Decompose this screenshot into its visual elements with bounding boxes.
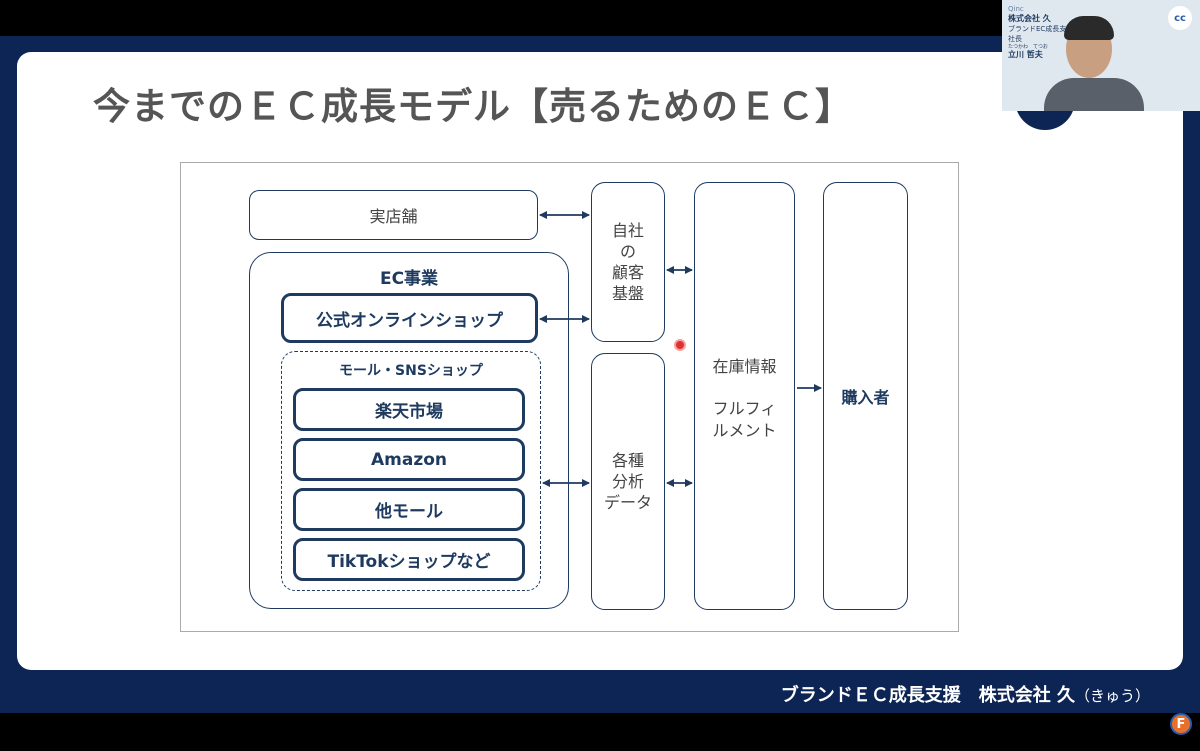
speaker-hair bbox=[1064, 16, 1114, 40]
mall-tiktok: TikTokショップなど bbox=[293, 538, 525, 581]
pointer-dot bbox=[674, 339, 686, 351]
slide-title: 今までのＥＣ成長モデル【売るためのＥＣ】 bbox=[93, 85, 853, 128]
customer-base-line-4: 基盤 bbox=[611, 284, 644, 303]
brand-text: Qinc bbox=[1008, 5, 1024, 13]
footer-kana: （きゅう） bbox=[1074, 687, 1150, 705]
speaker-title: 社長 bbox=[1008, 35, 1022, 43]
buyer-label: 購入者 bbox=[841, 388, 890, 407]
speaker-role: ブランドEC成長支援家 bbox=[1008, 25, 1081, 33]
mall-other: 他モール bbox=[293, 488, 525, 531]
customer-base-line-2: の bbox=[619, 242, 636, 261]
mall-other-label: 他モール bbox=[375, 502, 443, 522]
mall-sns-label: モール・SNSショップ bbox=[339, 363, 483, 379]
official-shop-box: 公式オンラインショップ bbox=[281, 293, 538, 343]
customer-base-line-3: 顧客 bbox=[611, 263, 644, 282]
speaker-camera: Qinc 株式会社 久 ブランドEC成長支援家 社長 たつかわ てつお 立川 哲… bbox=[1002, 0, 1200, 111]
footer-main: ブランドＥＣ成長支援 株式会社 久 bbox=[780, 685, 1075, 706]
fulfillment-line-1: フルフィ bbox=[712, 399, 777, 418]
speaker-name: 立川 哲夫 bbox=[1008, 50, 1043, 59]
mall-amazon: Amazon bbox=[293, 438, 525, 481]
channel-logo-icon: cc bbox=[1168, 6, 1192, 30]
mall-sns-group bbox=[281, 351, 541, 591]
fulfillment-line-2: ルメント bbox=[712, 421, 777, 440]
official-shop-label: 公式オンラインショップ bbox=[316, 310, 503, 331]
analytics-box: 各種 分析 データ bbox=[591, 353, 665, 610]
customer-base-line-1: 自社 bbox=[611, 221, 644, 240]
store-label: 実店舗 bbox=[369, 207, 418, 226]
fulfillment-label: フルフィ ルメント bbox=[694, 398, 795, 442]
company-name: 株式会社 久 bbox=[1008, 14, 1051, 23]
mall-amazon-label: Amazon bbox=[370, 449, 448, 470]
mall-rakuten-label: 楽天市場 bbox=[375, 402, 443, 422]
footer-caption: ブランドＥＣ成長支援 株式会社 久（きゅう） bbox=[781, 681, 1150, 707]
speaker-body bbox=[1044, 78, 1144, 111]
buyer-box: 購入者 bbox=[823, 182, 908, 610]
store-box: 実店舗 bbox=[249, 190, 538, 240]
analytics-line-2: 分析 bbox=[611, 472, 644, 491]
ec-business-label: EC事業 bbox=[379, 269, 439, 289]
mall-tiktok-label: TikTokショップなど bbox=[327, 552, 491, 572]
analytics-line-3: データ bbox=[603, 493, 652, 512]
mall-rakuten: 楽天市場 bbox=[293, 388, 525, 431]
speaker-name-reading: たつかわ てつお bbox=[1008, 44, 1048, 50]
speaker-info: Qinc 株式会社 久 ブランドEC成長支援家 社長 たつかわ てつお 立川 哲… bbox=[1008, 4, 1080, 60]
inventory-fulfillment-box bbox=[694, 182, 795, 610]
inventory-label: 在庫情報 bbox=[712, 357, 777, 376]
customer-base-box: 自社 の 顧客 基盤 bbox=[591, 182, 665, 342]
f-badge-icon: F bbox=[1170, 713, 1192, 735]
analytics-line-1: 各種 bbox=[611, 451, 644, 470]
